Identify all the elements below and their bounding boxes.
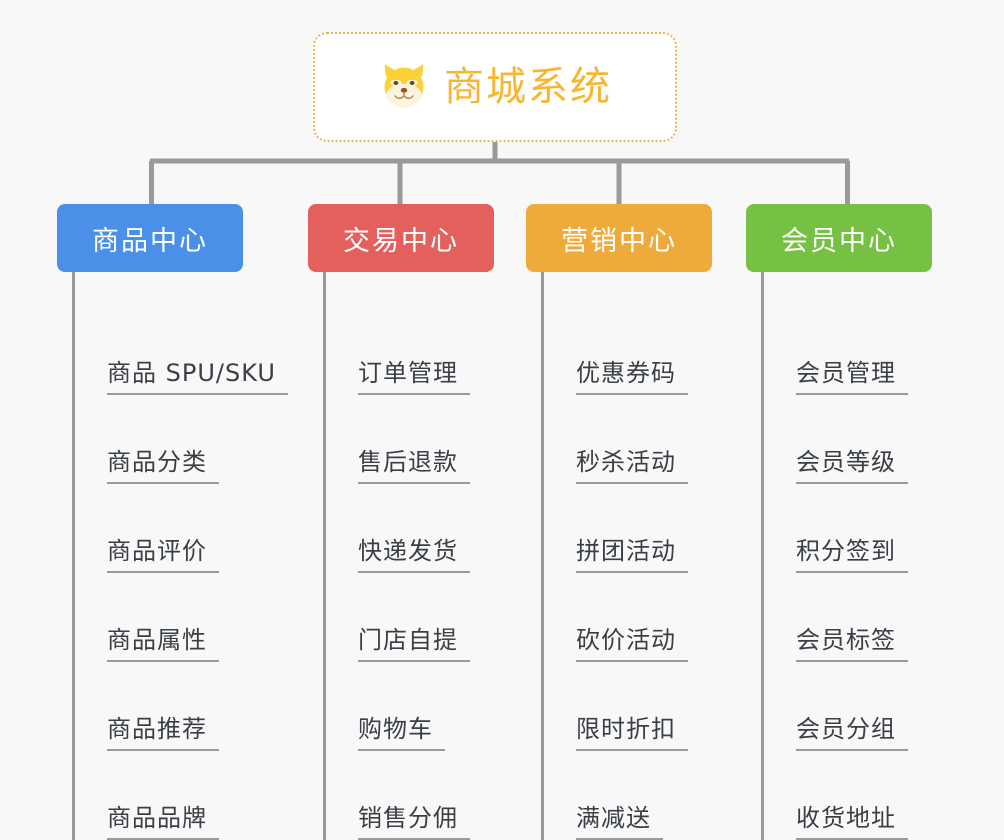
leaf-label: 商品 SPU/SKU	[107, 353, 288, 395]
list-item[interactable]: 商品分类	[75, 395, 243, 484]
list-item[interactable]: 商品属性	[75, 573, 243, 662]
shiba-dog-face-icon	[384, 64, 424, 109]
branch-header-marketing[interactable]: 营销中心	[526, 204, 712, 272]
list-item[interactable]: 快递发货	[326, 484, 494, 573]
leaf-list-product: 商品 SPU/SKU 商品分类 商品评价 商品属性 商品推荐 商品品牌	[72, 306, 288, 840]
branch-column-member: 会员中心 会员管理 会员等级 积分签到 会员标签 会员分组 收货地址	[746, 204, 932, 840]
branch-header-label: 会员中心	[781, 225, 897, 257]
list-item[interactable]: 门店自提	[326, 573, 494, 662]
list-item[interactable]: 会员管理	[764, 306, 932, 395]
leaf-list-marketing: 优惠券码 秒杀活动 拼团活动 砍价活动 限时折扣 满减送	[541, 306, 712, 840]
leaf-label: 门店自提	[358, 620, 470, 662]
list-item[interactable]: 商品评价	[75, 484, 243, 573]
branch-header-label: 交易中心	[343, 225, 459, 257]
leaf-label: 限时折扣	[576, 709, 688, 751]
branch-column-marketing: 营销中心 优惠券码 秒杀活动 拼团活动 砍价活动 限时折扣 满减送	[526, 204, 712, 840]
branch-header-member[interactable]: 会员中心	[746, 204, 932, 272]
list-item[interactable]: 售后退款	[326, 395, 494, 484]
list-item[interactable]: 购物车	[326, 662, 494, 751]
leaf-label: 商品评价	[107, 531, 219, 573]
leaf-label: 会员标签	[796, 620, 908, 662]
leaf-label: 砍价活动	[576, 620, 688, 662]
leaf-label: 拼团活动	[576, 531, 688, 573]
list-item[interactable]: 砍价活动	[544, 573, 712, 662]
list-item[interactable]: 商品推荐	[75, 662, 243, 751]
list-item[interactable]: 收货地址	[764, 751, 932, 840]
leaf-label: 商品推荐	[107, 709, 219, 751]
branch-column-product: 商品中心 商品 SPU/SKU 商品分类 商品评价 商品属性 商品推荐 商品品牌	[57, 204, 288, 840]
list-item[interactable]: 会员等级	[764, 395, 932, 484]
branch-header-trade[interactable]: 交易中心	[308, 204, 494, 272]
branch-header-label: 商品中心	[92, 225, 208, 257]
list-item[interactable]: 商品 SPU/SKU	[75, 306, 288, 395]
list-item[interactable]: 订单管理	[326, 306, 494, 395]
leaf-label: 满减送	[576, 798, 663, 840]
root-node[interactable]: 商城系统	[313, 32, 677, 142]
list-item[interactable]: 商品品牌	[75, 751, 243, 840]
leaf-label: 商品分类	[107, 442, 219, 484]
list-item[interactable]: 满减送	[544, 751, 712, 840]
leaf-label: 积分签到	[796, 531, 908, 573]
branch-header-product[interactable]: 商品中心	[57, 204, 243, 272]
list-item[interactable]: 会员分组	[764, 662, 932, 751]
list-item[interactable]: 拼团活动	[544, 484, 712, 573]
leaf-label: 购物车	[358, 709, 445, 751]
list-item[interactable]: 会员标签	[764, 573, 932, 662]
root-title: 商城系统	[444, 64, 612, 110]
leaf-label: 会员管理	[796, 353, 908, 395]
leaf-list-member: 会员管理 会员等级 积分签到 会员标签 会员分组 收货地址	[761, 306, 932, 840]
leaf-label: 优惠券码	[576, 353, 688, 395]
leaf-list-trade: 订单管理 售后退款 快递发货 门店自提 购物车 销售分佣	[323, 306, 494, 840]
list-item[interactable]: 优惠券码	[544, 306, 712, 395]
list-item[interactable]: 限时折扣	[544, 662, 712, 751]
branch-header-label: 营销中心	[561, 225, 677, 257]
leaf-label: 快递发货	[358, 531, 470, 573]
leaf-label: 会员等级	[796, 442, 908, 484]
list-item[interactable]: 积分签到	[764, 484, 932, 573]
leaf-label: 售后退款	[358, 442, 470, 484]
leaf-label: 订单管理	[358, 353, 470, 395]
leaf-label: 收货地址	[796, 798, 908, 840]
branch-column-trade: 交易中心 订单管理 售后退款 快递发货 门店自提 购物车 销售分佣	[308, 204, 494, 840]
leaf-label: 秒杀活动	[576, 442, 688, 484]
leaf-label: 商品品牌	[107, 798, 219, 840]
list-item[interactable]: 秒杀活动	[544, 395, 712, 484]
leaf-label: 销售分佣	[358, 798, 470, 840]
leaf-label: 商品属性	[107, 620, 219, 662]
leaf-label: 会员分组	[796, 709, 908, 751]
list-item[interactable]: 销售分佣	[326, 751, 494, 840]
